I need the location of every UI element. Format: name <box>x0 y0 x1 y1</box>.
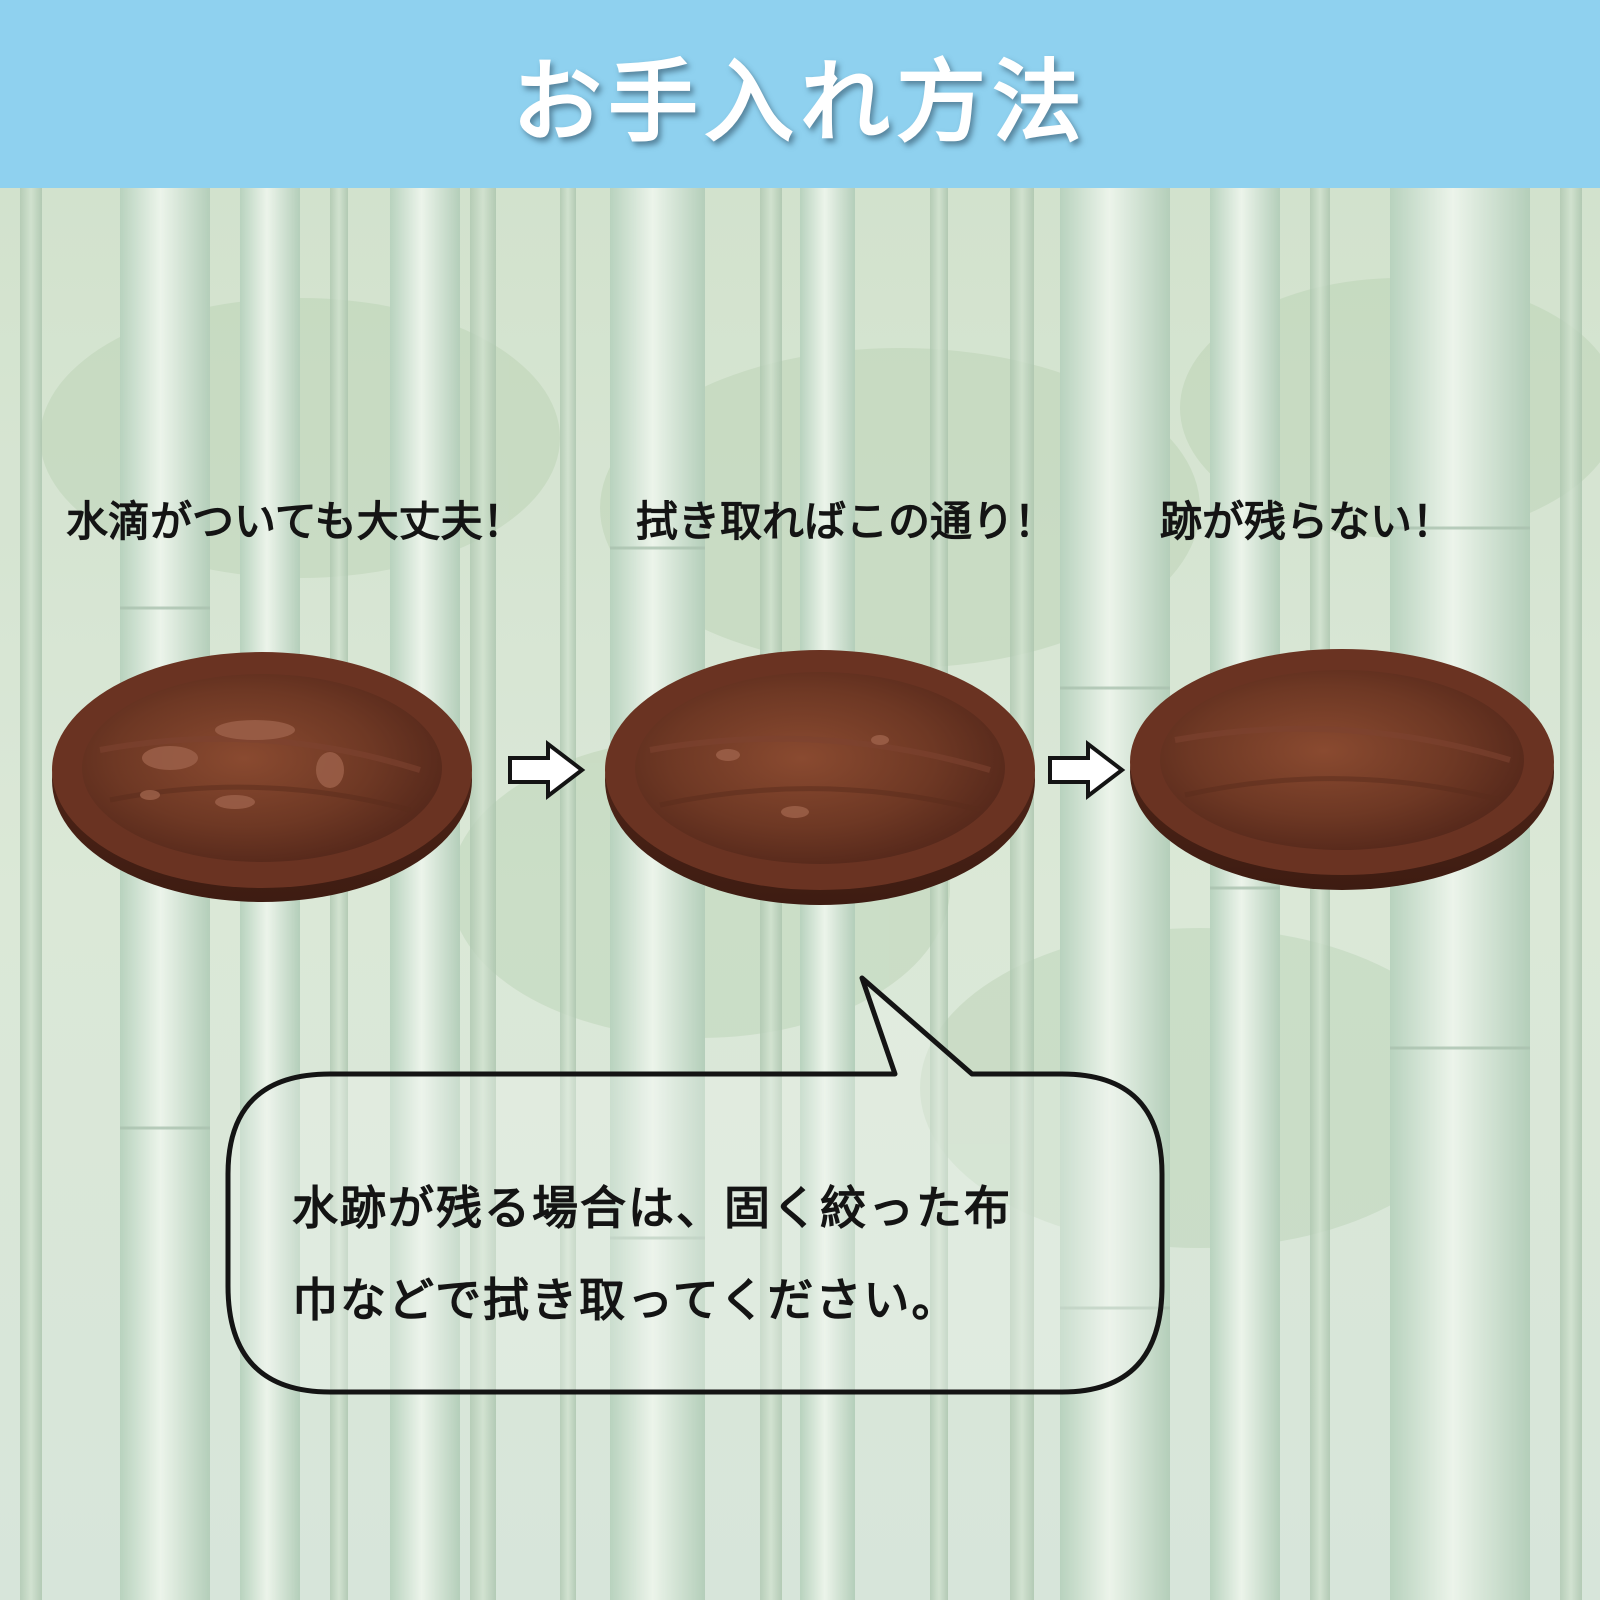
arrow-right-icon <box>508 739 586 801</box>
bubble-text-line-1: 水跡が残る場合は、固く絞った布 <box>292 1181 1012 1235</box>
coaster-clean-image <box>1130 649 1554 890</box>
bubble-text-line-2: 巾などで拭き取ってください。 <box>292 1273 960 1327</box>
page-title: お手入れ方法 <box>512 50 1088 155</box>
bamboo-background <box>0 188 1600 1600</box>
step-caption-wet: 水滴がついても大丈夫！ <box>66 497 525 546</box>
coaster-wiped-image <box>605 650 1035 905</box>
speech-bubble <box>225 975 1165 1395</box>
step-caption-no-mark: 跡が残らない！ <box>1160 497 1455 546</box>
header-banner: お手入れ方法 <box>0 0 1600 188</box>
step-caption-wiped: 拭き取ればこの通り！ <box>636 497 1057 546</box>
coaster-sequence <box>52 649 1554 905</box>
arrow-right-icon <box>1048 739 1126 801</box>
coaster-wet-image <box>52 652 472 902</box>
